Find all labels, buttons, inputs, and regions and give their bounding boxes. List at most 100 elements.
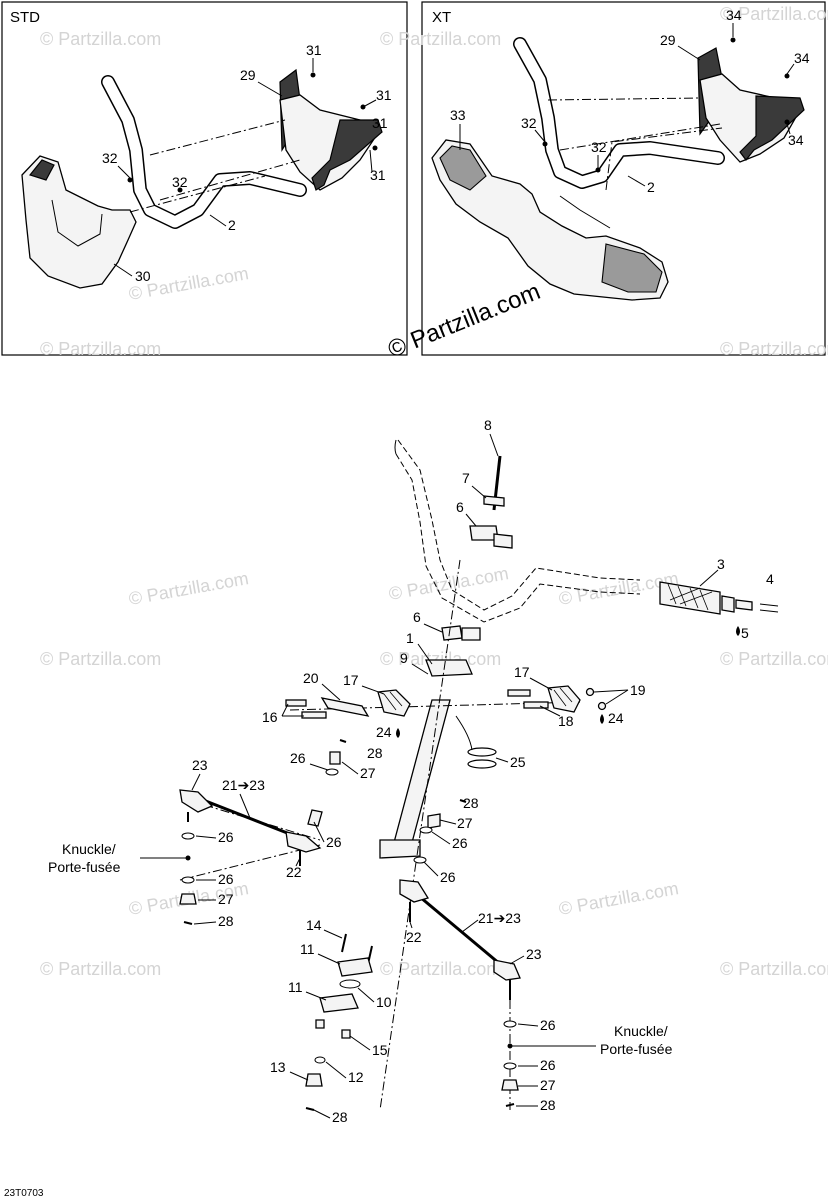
callout-26: 26 bbox=[540, 1017, 556, 1033]
callout-25: 25 bbox=[510, 754, 526, 770]
watermark: © Partzilla.com bbox=[40, 959, 161, 979]
callout-8: 8 bbox=[484, 417, 492, 433]
callout-32: 32 bbox=[102, 150, 118, 166]
callout-28: 28 bbox=[463, 795, 479, 811]
knuckle-left: Knuckle/ Porte-fusée bbox=[48, 841, 186, 875]
xt-callouts: 34 29 34 33 32 34 32 2 bbox=[450, 7, 810, 195]
callout-6: 6 bbox=[413, 609, 421, 625]
callout-31: 31 bbox=[306, 42, 322, 58]
callout-11: 11 bbox=[288, 979, 303, 995]
callout-18: 18 bbox=[558, 713, 574, 729]
std-callouts: 31 31 29 31 32 32 31 2 30 bbox=[102, 42, 392, 284]
callout-11: 11 bbox=[300, 941, 315, 957]
callout-26: 26 bbox=[218, 871, 234, 887]
callout-32: 32 bbox=[521, 115, 537, 131]
callout-32: 32 bbox=[591, 139, 607, 155]
callout-28: 28 bbox=[367, 745, 383, 761]
callout-10: 10 bbox=[376, 994, 392, 1010]
callout-27: 27 bbox=[360, 765, 376, 781]
callout-26: 26 bbox=[540, 1057, 556, 1073]
main-callouts: 8 7 6 3 4 5 6 1 9 20 17 16 24 17 19 18 2… bbox=[191, 417, 774, 1125]
callout-23: 23 bbox=[192, 757, 208, 773]
knuckle-label-fr: Porte-fusée bbox=[600, 1041, 673, 1057]
knuckle-right: Knuckle/ Porte-fusée bbox=[512, 1023, 673, 1057]
callout-15: 15 bbox=[372, 1042, 388, 1058]
callout-31: 31 bbox=[372, 115, 388, 131]
callout-7: 7 bbox=[462, 470, 470, 486]
callout-16: 16 bbox=[262, 709, 278, 725]
callout-19: 19 bbox=[630, 682, 646, 698]
watermark: © Partzilla.com bbox=[127, 568, 250, 609]
watermark: © Partzilla.com bbox=[380, 959, 501, 979]
callout-17: 17 bbox=[343, 672, 359, 688]
callout-28: 28 bbox=[540, 1097, 556, 1113]
callout-23: 23 bbox=[526, 946, 542, 962]
hand-deflector bbox=[279, 94, 381, 191]
callout-27: 27 bbox=[218, 891, 234, 907]
xt-panel-frame bbox=[421, 1, 826, 356]
callout-21-23: 21➔23 bbox=[478, 910, 521, 926]
watermark: © Partzilla.com bbox=[720, 959, 828, 979]
callout-9: 9 bbox=[400, 650, 408, 666]
callout-20: 20 bbox=[303, 670, 319, 686]
callout-21-23: 21➔23 bbox=[222, 777, 265, 793]
callout-26: 26 bbox=[326, 834, 342, 850]
callout-27: 27 bbox=[540, 1077, 556, 1093]
callout-34: 34 bbox=[794, 50, 810, 66]
watermark: © Partzilla.com bbox=[380, 649, 501, 669]
watermark: © Partzilla.com bbox=[720, 339, 828, 359]
knuckle-label: Knuckle/ bbox=[62, 841, 116, 857]
callout-26: 26 bbox=[440, 869, 456, 885]
steering-assembly bbox=[179, 439, 779, 1111]
callout-29: 29 bbox=[240, 67, 256, 83]
handguard-std bbox=[21, 155, 137, 289]
watermark: © Partzilla.com bbox=[380, 29, 501, 49]
callout-2: 2 bbox=[228, 217, 236, 233]
std-panel-frame bbox=[1, 1, 408, 356]
callout-12: 12 bbox=[348, 1069, 364, 1085]
knuckle-label: Knuckle/ bbox=[614, 1023, 668, 1039]
callout-33: 33 bbox=[450, 107, 466, 123]
callout-24: 24 bbox=[376, 724, 392, 740]
callout-31: 31 bbox=[370, 167, 386, 183]
watermark-large: © Partzilla.com bbox=[384, 278, 544, 364]
callout-2: 2 bbox=[647, 179, 655, 195]
watermark: © Partzilla.com bbox=[40, 339, 161, 359]
callout-17: 17 bbox=[514, 664, 530, 680]
callout-31: 31 bbox=[376, 87, 392, 103]
callout-22: 22 bbox=[406, 929, 422, 945]
callout-22: 22 bbox=[286, 864, 302, 880]
xt-panel-title: XT bbox=[432, 9, 451, 26]
watermark: © Partzilla.com bbox=[40, 29, 161, 49]
xt-assembly bbox=[431, 37, 805, 301]
callout-26: 26 bbox=[290, 750, 306, 766]
callout-27: 27 bbox=[457, 815, 473, 831]
callout-6: 6 bbox=[456, 499, 464, 515]
callout-14: 14 bbox=[306, 917, 322, 933]
callout-1: 1 bbox=[406, 630, 414, 646]
callout-34: 34 bbox=[726, 7, 742, 23]
callout-28: 28 bbox=[332, 1109, 348, 1125]
callout-5: 5 bbox=[741, 625, 749, 641]
callout-29: 29 bbox=[660, 32, 676, 48]
callout-28: 28 bbox=[218, 913, 234, 929]
callout-32: 32 bbox=[172, 174, 188, 190]
callout-24: 24 bbox=[608, 710, 624, 726]
callout-34: 34 bbox=[788, 132, 804, 148]
knuckle-label-fr: Porte-fusée bbox=[48, 859, 121, 875]
callout-30: 30 bbox=[135, 268, 151, 284]
std-assembly bbox=[21, 68, 383, 289]
steering-column bbox=[391, 699, 451, 851]
watermark: © Partzilla.com bbox=[557, 878, 680, 919]
std-panel-title: STD bbox=[10, 9, 40, 26]
callout-26: 26 bbox=[218, 829, 234, 845]
watermark: © Partzilla.com bbox=[387, 563, 510, 604]
callout-26: 26 bbox=[452, 835, 468, 851]
watermark: © Partzilla.com bbox=[40, 649, 161, 669]
callout-3: 3 bbox=[717, 556, 725, 572]
watermark: © Partzilla.com bbox=[720, 649, 828, 669]
drawing-code: 23T0703 bbox=[4, 1188, 44, 1199]
callout-13: 13 bbox=[270, 1059, 286, 1075]
callout-4: 4 bbox=[766, 571, 774, 587]
